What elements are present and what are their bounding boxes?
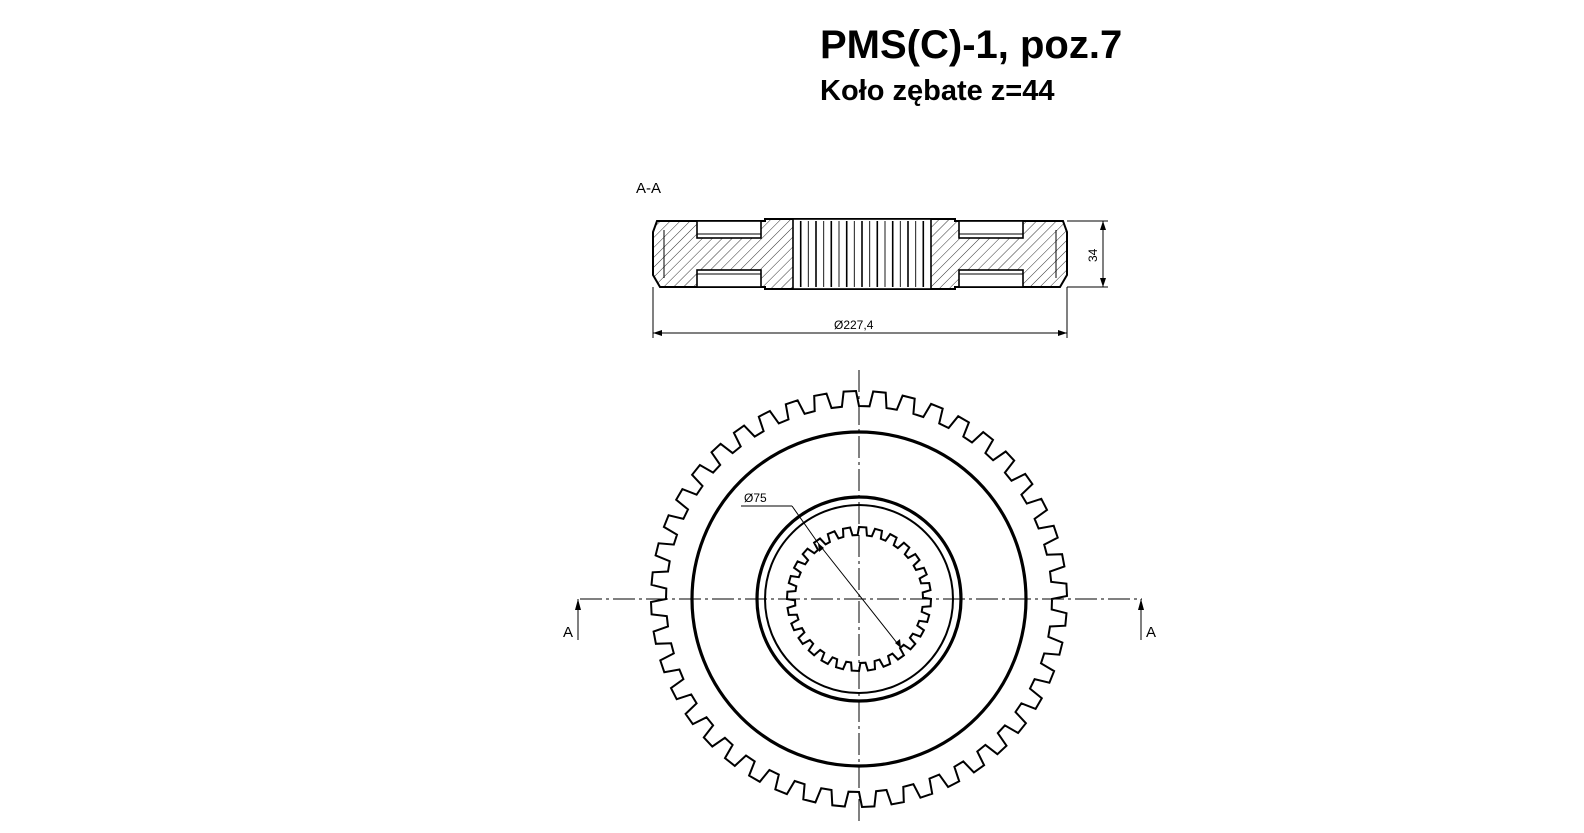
height-dimension: 34 xyxy=(1086,248,1100,262)
section-groove-bottom-right xyxy=(958,269,1024,288)
section-groove-top-left xyxy=(696,220,762,239)
section-groove-bottom-left xyxy=(696,269,762,288)
section-groove-top-right xyxy=(958,220,1024,239)
bore-dimension: Ø75 xyxy=(744,491,767,505)
cut-mark-right: A xyxy=(1146,624,1156,641)
section-view: A-A 34 Ø227,4 xyxy=(636,180,1108,338)
drawing-subtitle: Koło zębate z=44 xyxy=(820,75,1055,107)
drawing-title: PMS(C)-1, poz.7 xyxy=(820,23,1122,67)
cut-mark-left: A xyxy=(563,624,573,641)
section-spline-lines xyxy=(799,221,925,287)
section-label: A-A xyxy=(636,180,661,197)
front-view: Ø75 A A xyxy=(563,370,1156,823)
diameter-dimension: Ø227,4 xyxy=(834,318,874,332)
